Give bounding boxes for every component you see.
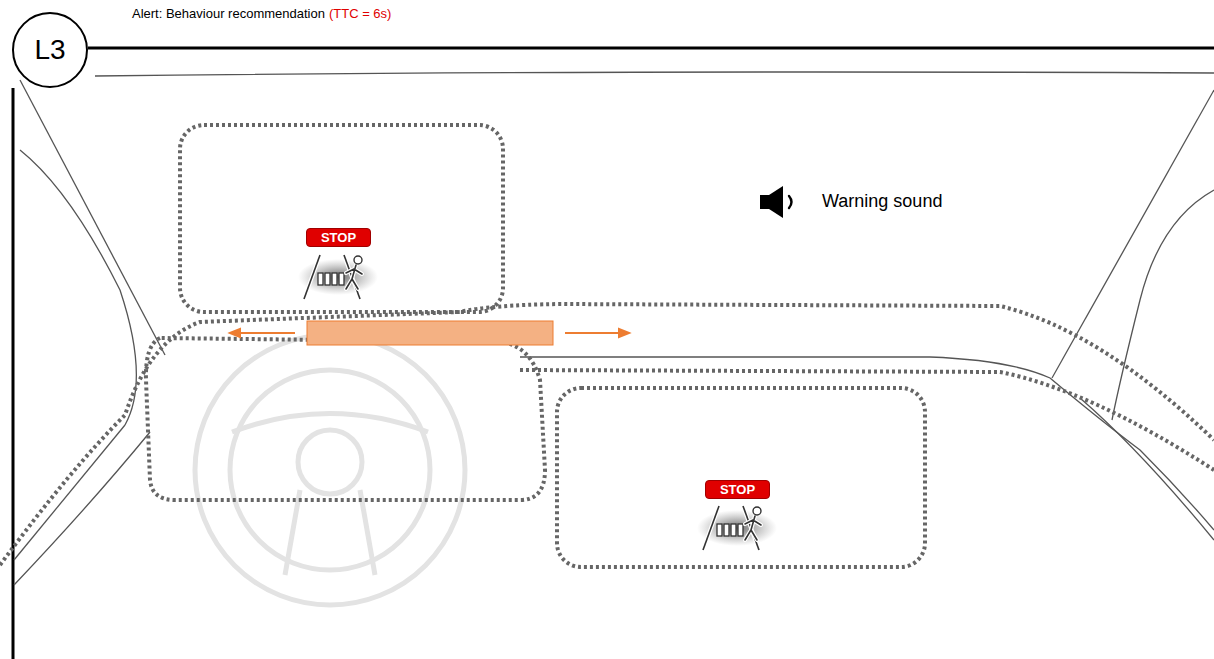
alert-title: Alert: Behaviour recommendation xyxy=(132,6,325,21)
stop-text: STOP xyxy=(720,482,755,497)
level-circle: L3 xyxy=(12,12,88,88)
stop-badge: STOP xyxy=(705,480,770,499)
stop-badge: STOP xyxy=(306,228,371,247)
stop-text: STOP xyxy=(321,230,356,245)
warning-sound-label: Warning sound xyxy=(822,191,942,212)
level-label: L3 xyxy=(34,34,65,66)
ttc-value: (TTC = 6s) xyxy=(329,6,391,21)
